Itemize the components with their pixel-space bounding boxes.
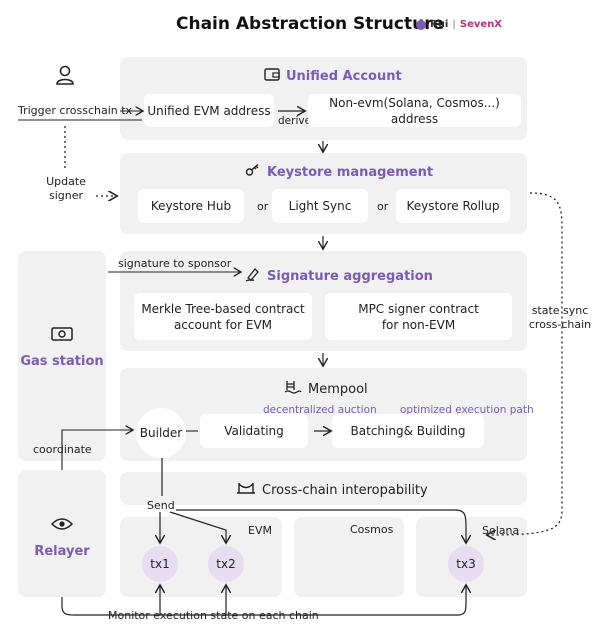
interop-title: Cross-chain interopability xyxy=(262,482,428,498)
derive-label: derive xyxy=(278,115,312,127)
send-label: Send xyxy=(147,499,175,512)
or-label-2: or xyxy=(377,200,389,213)
user-icon xyxy=(54,64,76,90)
gas-station-panel xyxy=(18,251,106,461)
keystore-hub-box: Keystore Hub xyxy=(138,189,244,223)
signature-heading: Signature aggregation xyxy=(245,266,433,286)
keystore-title: Keystore management xyxy=(267,164,434,180)
unified-evm-address-box: Unified EVM address xyxy=(144,94,274,127)
mpc-signer-box: MPC signer contract for non-EVM xyxy=(325,293,512,340)
or-label-1: or xyxy=(257,200,269,213)
gas-money-icon xyxy=(51,326,73,346)
tx2-node: tx2 xyxy=(208,546,244,582)
brand-separator: | xyxy=(452,19,456,30)
rui-label: Rui xyxy=(430,19,449,30)
relayer-label: Relayer xyxy=(34,544,90,559)
cosmos-chain-label: Cosmos xyxy=(350,523,394,536)
mempool-title: Mempool xyxy=(308,381,368,397)
unified-account-heading: Unified Account xyxy=(264,67,402,85)
rui-logo-icon xyxy=(416,19,426,30)
trigger-crosschain-label: Trigger crosschain tx xyxy=(18,104,133,117)
update-signer-label: Update signer xyxy=(46,175,86,202)
non-evm-address-box: Non-evm(Solana, Cosmos...) address xyxy=(308,94,521,127)
mempool-heading: Mempool xyxy=(284,379,368,399)
mempool-pool-icon xyxy=(284,379,302,399)
signature-title: Signature aggregation xyxy=(267,268,433,284)
state-sync-label: state sync cross-chain xyxy=(528,304,592,331)
tx1-node: tx1 xyxy=(142,546,178,582)
key-icon xyxy=(245,163,261,181)
decentralized-auction-note: decentralized auction xyxy=(263,404,377,416)
interop-panel xyxy=(120,472,527,505)
diagram-title: Chain Abstraction Structure xyxy=(176,14,445,34)
relayer-panel xyxy=(18,470,106,597)
signature-pen-icon xyxy=(245,266,261,286)
signature-to-sponsor-label: signature to sponsor xyxy=(118,257,232,270)
monitor-label: Monitor execution state on each chain xyxy=(104,609,323,622)
evm-chain-label: EVM xyxy=(248,524,272,537)
builder-node: Builder xyxy=(136,408,186,458)
coordinate-label: coordinate xyxy=(33,443,92,456)
solana-chain-label: Solana xyxy=(482,524,520,537)
light-sync-box: Light Sync xyxy=(272,189,368,223)
keystore-rollup-box: Keystore Rollup xyxy=(396,189,510,223)
keystore-heading: Keystore management xyxy=(245,163,433,181)
eye-icon xyxy=(50,516,74,535)
wallet-icon xyxy=(264,67,280,85)
tx3-node: tx3 xyxy=(448,546,484,582)
batching-building-box: Batching& Building xyxy=(332,414,484,448)
bridge-icon xyxy=(236,481,256,499)
sevenx-label: SevenX xyxy=(459,19,503,30)
validating-box: Validating xyxy=(200,414,308,448)
merkle-contract-box: Merkle Tree-based contract account for E… xyxy=(134,293,312,340)
unified-account-title: Unified Account xyxy=(286,68,402,84)
brand-logo: Rui | SevenX xyxy=(416,19,502,30)
gas-station-label: Gas station xyxy=(20,354,104,369)
interop-heading: Cross-chain interopability xyxy=(236,481,428,499)
